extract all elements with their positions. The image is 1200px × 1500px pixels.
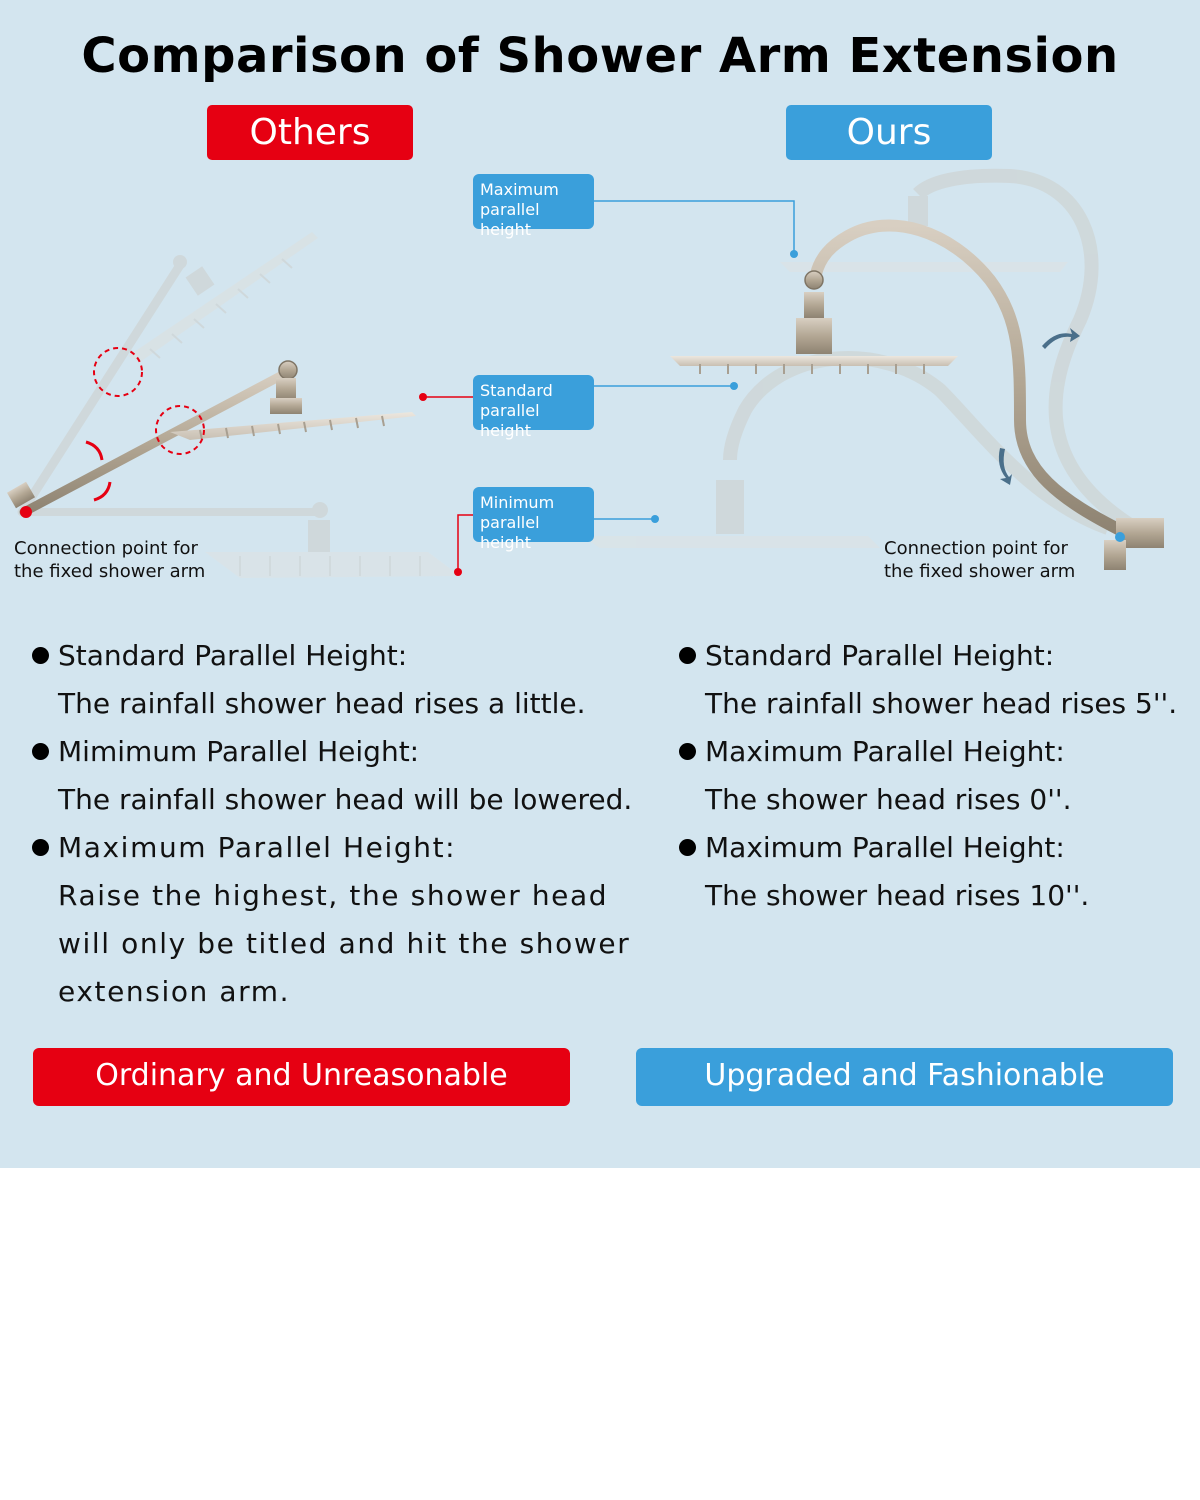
others-point: Standard Parallel Height: The rainfall s… [32,632,672,728]
ours-leader-lines [594,200,795,520]
others-point-text: The rainfall shower head will be lowered… [58,783,633,816]
callout-standard: Standard parallel height [473,375,594,440]
others-point-heading: Maximum Parallel Height: [58,831,457,864]
others-ghost-raised [17,232,318,517]
ours-connection-line2: the fixed shower arm [884,561,1076,582]
bullet-dot [679,743,696,760]
others-point-text: The rainfall shower head rises a little. [58,687,586,720]
comparison-panel [0,0,1200,1168]
others-verdict-banner: Ordinary and Unreasonable [33,1048,570,1106]
others-points-list: Standard Parallel Height: The rainfall s… [32,632,672,1016]
others-point: Maximum Parallel Height: Raise the highe… [32,824,672,1016]
others-ghost-lowered [22,502,460,578]
bullet-dot [32,743,49,760]
others-point-heading: Mimimum Parallel Height: [58,735,420,768]
others-pivot-markers [93,347,205,455]
ours-point-heading: Maximum Parallel Height: [705,831,1065,864]
others-leader-lines [423,396,474,572]
others-point-text: Raise the highest, the shower head [58,879,609,912]
callout-minimum-line2: parallel height [480,513,540,552]
bullet-dot [679,839,696,856]
ours-rotation-arrows [998,328,1080,485]
callout-minimum-line1: Minimum [480,493,555,512]
others-label: Others [207,105,413,160]
ours-point: Maximum Parallel Height: The shower head… [679,824,1194,920]
ours-point-heading: Standard Parallel Height: [705,639,1055,672]
ours-connection-label: Connection point for the fixed shower ar… [884,537,1075,583]
callout-standard-line2: parallel height [480,401,540,440]
others-connection-line2: the fixed shower arm [14,561,206,582]
ours-connection-line1: Connection point for [884,538,1068,559]
callout-standard-line1: Standard [480,381,553,400]
others-point-heading: Standard Parallel Height: [58,639,408,672]
callout-maximum: Maximum parallel height [473,174,594,239]
others-point: Mimimum Parallel Height: The rainfall sh… [32,728,672,824]
others-connection-label: Connection point for the fixed shower ar… [14,537,205,583]
ours-point: Maximum Parallel Height: The shower head… [679,728,1194,824]
shower-arm-illustration [6,168,1164,578]
others-arm [6,360,416,518]
others-point-text: will only be titled and hit the shower [58,927,631,960]
bullet-dot [32,839,49,856]
ours-point: Standard Parallel Height: The rainfall s… [679,632,1194,728]
others-rotation-arrows [85,440,112,502]
ours-verdict-banner: Upgraded and Fashionable [636,1048,1173,1106]
others-connection-line1: Connection point for [14,538,198,559]
callout-minimum: Minimum parallel height [473,487,594,552]
others-point-text: extension arm. [58,975,291,1008]
callout-maximum-line2: parallel height [480,200,540,239]
ours-points-list: Standard Parallel Height: The rainfall s… [679,632,1194,920]
ours-point-text: The shower head rises 0''. [705,783,1072,816]
bullet-dot [32,647,49,664]
ours-point-heading: Maximum Parallel Height: [705,735,1065,768]
ours-point-text: The rainfall shower head rises 5''. [705,687,1178,720]
ours-label: Ours [786,105,992,160]
ours-point-text: The shower head rises 10''. [705,879,1090,912]
ours-ghost-max [780,168,1134,531]
page-title: Comparison of Shower Arm Extension [81,28,1119,84]
bullet-dot [679,647,696,664]
callout-maximum-line1: Maximum [480,180,559,199]
ours-arm [670,219,1164,570]
